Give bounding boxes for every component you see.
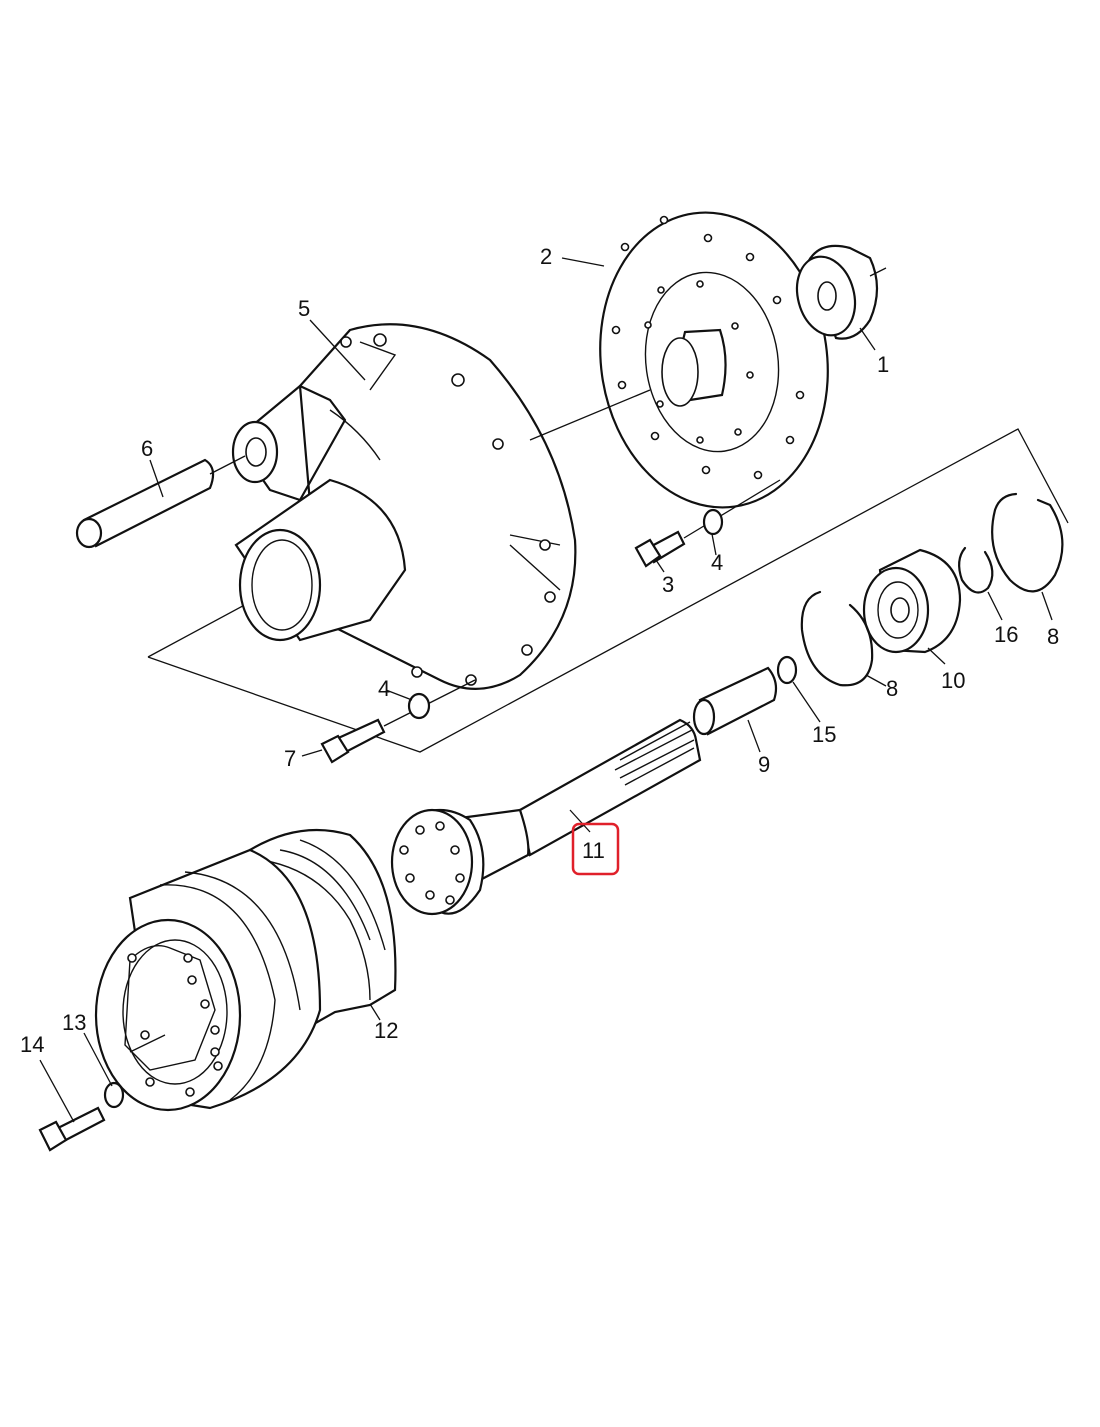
part-11-shaft	[390, 718, 702, 916]
callout-16: 16	[994, 622, 1018, 647]
part-13-washer	[103, 1081, 125, 1109]
callout-7: 7	[284, 746, 296, 771]
callout-labels: 1 2 3 4 4 5 6 7 8 8 9 10 11 12 13 14 15 …	[20, 244, 1059, 1057]
part-3-bolt	[634, 479, 781, 568]
callout-8-lower: 8	[886, 676, 898, 701]
part-4-washer-lower	[407, 692, 431, 720]
callout-14: 14	[20, 1032, 44, 1057]
part-14-bolt	[38, 1106, 106, 1152]
part-5-bell-housing	[231, 323, 651, 690]
callout-11[interactable]: 11	[582, 838, 605, 863]
part-16-circlip-small	[958, 546, 994, 594]
callout-leaders	[39, 257, 1053, 1123]
callout-15: 15	[812, 722, 836, 747]
part-2-flex-plate	[599, 211, 829, 509]
flex-plate-bolt-holes	[611, 215, 805, 480]
part-8-circlip-medium	[800, 590, 874, 687]
callout-3: 3	[662, 572, 674, 597]
callout-8-upper: 8	[1047, 624, 1059, 649]
callout-9: 9	[758, 752, 770, 777]
pulley-bolt-holes	[127, 953, 223, 1097]
callout-2: 2	[540, 244, 552, 269]
housing-bolt-holes	[340, 333, 556, 686]
callout-5: 5	[298, 296, 310, 321]
callout-1: 1	[877, 352, 889, 377]
callout-6: 6	[141, 436, 153, 461]
highlight-box-part-11	[571, 822, 620, 876]
callout-13: 13	[62, 1010, 86, 1035]
callout-4-upper: 4	[711, 550, 723, 575]
part-10-bearing	[862, 548, 962, 654]
callout-12: 12	[374, 1018, 398, 1043]
part-9-bushing	[692, 666, 778, 736]
part-12-pulley	[94, 828, 397, 1112]
part-7-bolt	[320, 679, 476, 764]
part-6-dowel-pin	[75, 455, 246, 549]
callout-10: 10	[941, 668, 965, 693]
part-4-washer-upper	[702, 508, 724, 536]
part-8-circlip-large	[991, 492, 1064, 593]
shaft-flange-holes	[399, 821, 465, 905]
part-1-spacer	[795, 244, 887, 340]
callout-4-lower: 4	[378, 676, 390, 701]
part-15-ring	[776, 655, 798, 685]
